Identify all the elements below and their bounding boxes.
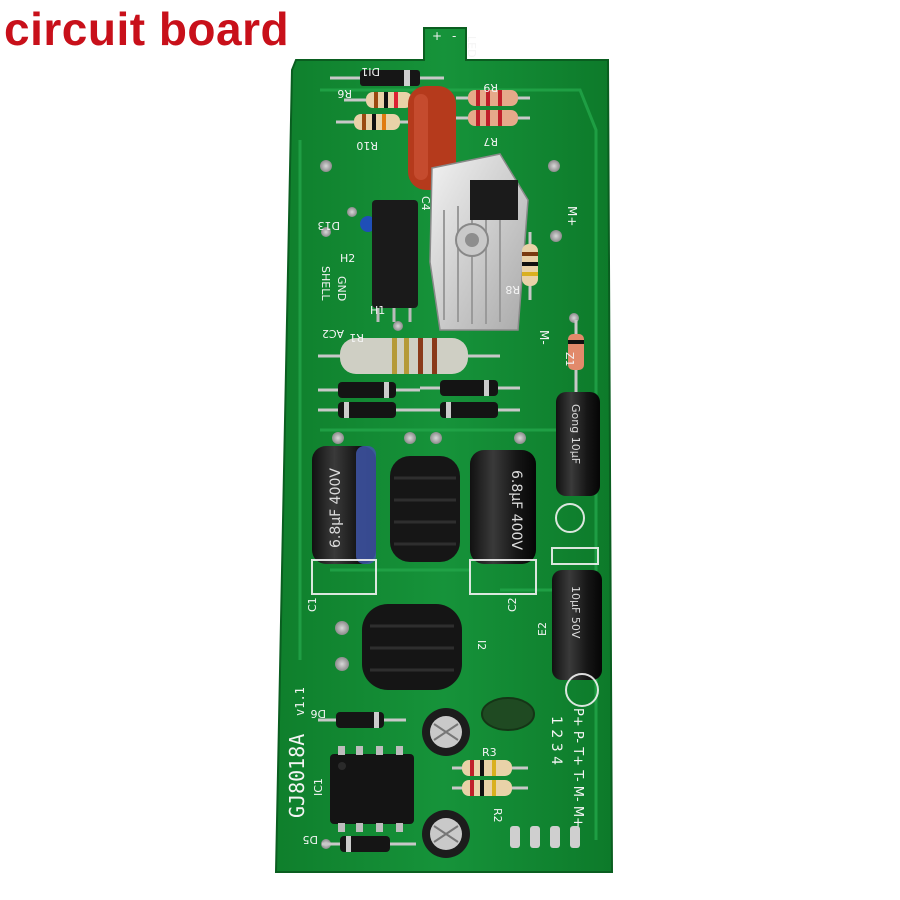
board-version: v1.1 [293,687,307,716]
inductor-1 [390,456,460,562]
label-ic1: IC1 [312,778,325,796]
label-shell: SHELL [319,266,332,301]
heatsink [429,153,529,331]
label-di1: DI1 [361,65,380,78]
diode-d6 [318,712,406,728]
board-model-number: GJ8018A [285,734,309,818]
c2-capacitor-marking: 6.8µF 400V [508,470,524,550]
label-ac2: AC2 [322,327,344,340]
label-c1: C1 [306,597,319,612]
label-c2: C2 [506,597,519,612]
resistor-r3 [452,760,528,776]
pcb-substrate [274,27,614,873]
label-r3: R3 [482,746,497,759]
silkscreen-outlines [311,503,599,707]
pcb-pads [320,160,579,849]
electrolytic-capacitor-c2: 6.8µF 400V [470,450,536,564]
label-tab-plus: + [432,29,442,43]
label-r2: R2 [491,808,504,823]
label-c4: C4 [419,196,432,211]
diode-d5 [322,836,416,852]
resistor-r2 [452,780,528,796]
label-e2: E2 [536,622,549,636]
ic-chip-ic1 [330,746,414,832]
resistor-r10 [336,114,410,130]
c1-capacitor-marking: 6.8µF 400V [328,468,344,548]
label-d5: D5 [303,833,318,846]
electrolytic-capacitor-e2: 10µF 50V [552,570,602,680]
connector-pin-numbers: 1 2 3 4 [548,716,564,765]
rectifier-diodes [318,380,520,418]
label-m-plus: M+ [565,206,579,226]
label-gnd: GND [335,276,348,301]
label-r7: R7 [483,135,498,148]
electrolytic-capacitor-bottom [422,810,470,858]
resistor-r8 [522,232,538,300]
connector-pin-names: P+ P- T+ T- M- M+ [570,708,585,828]
connector-pads [510,826,580,848]
label-r10: R10 [356,139,378,152]
image-caption: circuit board [4,3,290,55]
label-m-minus: M- [537,330,551,345]
electrolytic-capacitor-gong: Gong 10µF [556,392,600,496]
ceramic-capacitor-green [481,697,535,731]
label-h1: H1 [370,304,385,317]
film-capacitor-c4 [408,86,456,190]
diode-di1 [330,70,444,86]
resistor-r7 [456,110,530,126]
power-resistor-r1 [318,338,500,374]
electrolytic-capacitor-small [422,708,470,756]
label-r1: R1 [349,331,364,344]
e2-capacitor-marking: 10µF 50V [569,586,582,639]
label-d6: D6 [311,707,326,720]
gong-capacitor-marking: Gong 10µF [569,404,582,464]
label-h2: H2 [340,252,355,265]
label-r9: R9 [483,81,498,94]
resistor-r9 [456,90,530,106]
label-z1: Z1 [563,352,576,367]
label-tab-minus: - [452,29,456,43]
label-r6: R6 [337,87,352,100]
label-i2: I2 [475,640,488,650]
zener-z1 [568,320,584,392]
label-led: LED [465,36,478,58]
label-r8: R8 [505,283,520,296]
label-d13: D13 [318,219,340,232]
power-transistor [372,200,418,322]
electrolytic-capacitor-c1: 6.8µF 400V [312,446,376,564]
inductor-i2 [362,604,462,690]
